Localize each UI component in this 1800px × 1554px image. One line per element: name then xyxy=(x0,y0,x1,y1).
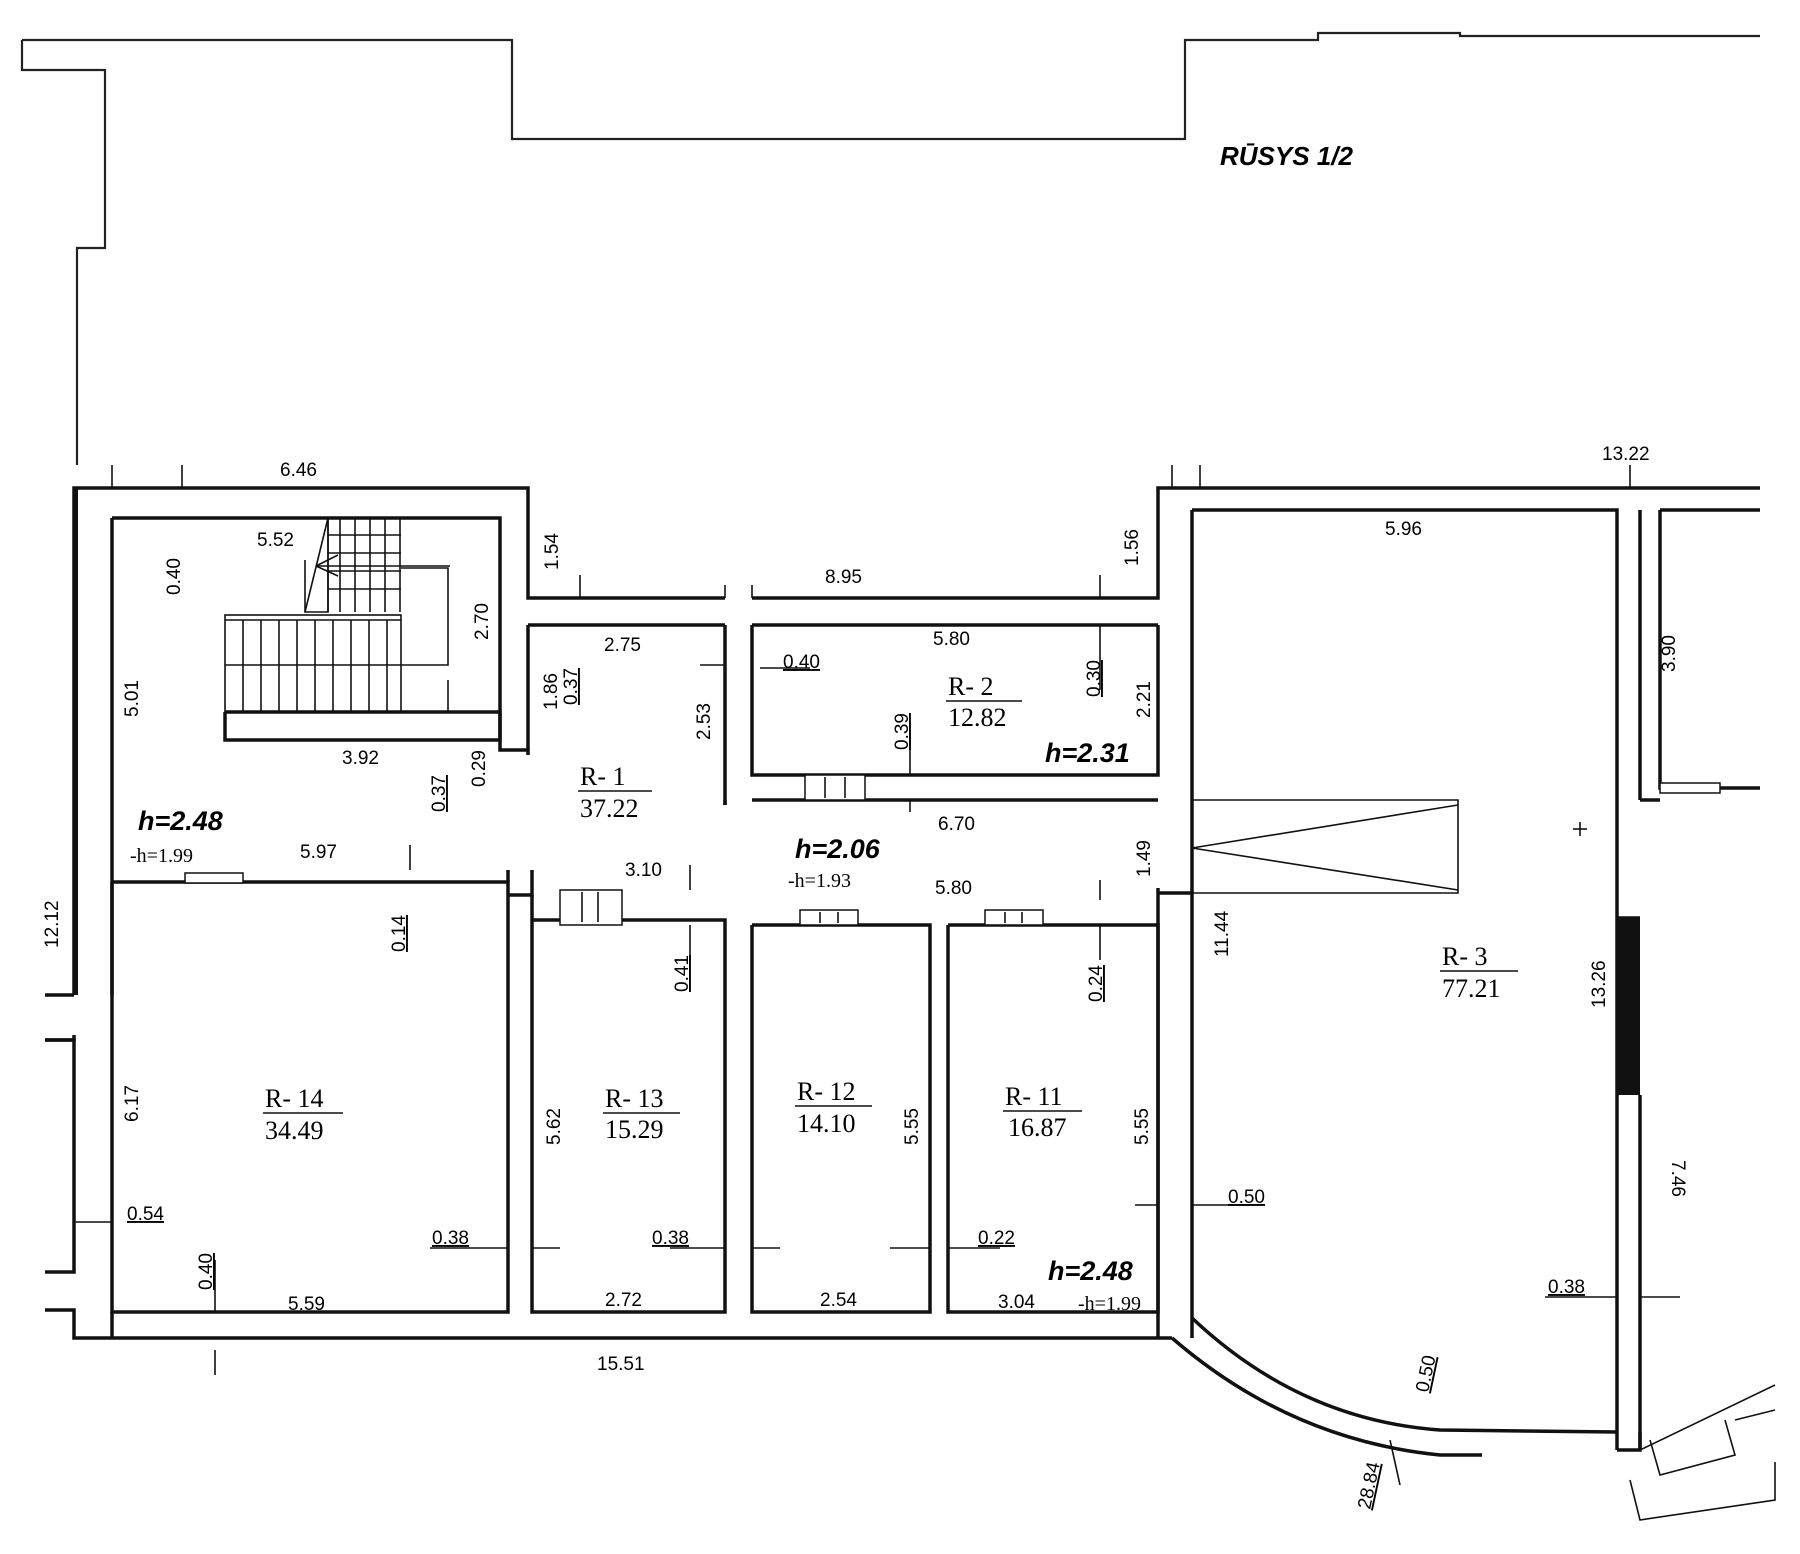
dim-label: 2.21 xyxy=(1134,681,1155,718)
room-area: 14.10 xyxy=(797,1109,856,1138)
dim-label: 2.54 xyxy=(820,1290,857,1311)
dim-label: 13.22 xyxy=(1602,444,1650,465)
dim-label: 6.46 xyxy=(280,460,317,481)
wall-bands xyxy=(74,488,1640,1095)
dimension-labels: 6.46 5.52 8.95 13.22 5.96 2.75 0.40 5.80… xyxy=(127,444,1650,1375)
ramp xyxy=(1191,799,1587,894)
title-group: RŪSYS 1/2 xyxy=(1220,141,1353,171)
building-outline-2 xyxy=(20,31,1760,465)
dim-label: 7.46 xyxy=(1667,1160,1688,1197)
dim-label: 5.01 xyxy=(122,680,143,717)
height-labels: h=2.48 -h=1.99 h=2.06 -h=1.93 h=2.31 h=2… xyxy=(130,738,1141,1315)
height-left-sub: -h=1.99 xyxy=(130,845,193,867)
height-middle: h=2.06 xyxy=(795,834,881,864)
plan-title: RŪSYS 1/2 xyxy=(1220,141,1353,171)
dim-label: 2.75 xyxy=(604,635,641,656)
dim-label: 0.40 xyxy=(783,652,820,673)
room-area: 15.29 xyxy=(605,1115,664,1144)
dim-label: 15.51 xyxy=(597,1354,645,1375)
dimension-labels-vertical: 0.40 2.70 1.54 1.56 3.90 0.37 1.86 2.53 … xyxy=(42,529,1688,1511)
dim-label: 13.26 xyxy=(1589,960,1610,1008)
room-label: R- 3 xyxy=(1442,942,1488,971)
room-area: 16.87 xyxy=(1008,1113,1067,1142)
room-r11: R- 11 16.87 xyxy=(1003,1082,1082,1142)
dim-label: 5.96 xyxy=(1385,519,1422,540)
dim-label: 0.37 xyxy=(561,668,582,705)
room-label: R- 11 xyxy=(1005,1082,1063,1111)
dim-label: 0.29 xyxy=(469,750,490,787)
dim-label: 3.90 xyxy=(1659,635,1680,672)
dim-label: 2.72 xyxy=(605,1290,642,1311)
dim-label: 1.86 xyxy=(541,673,562,710)
room-r1: R- 1 37.22 xyxy=(578,762,652,823)
dim-label: 5.59 xyxy=(288,1294,325,1315)
height-bottom-sub: -h=1.99 xyxy=(1078,1293,1141,1315)
dim-label: 2.53 xyxy=(694,703,715,740)
dim-label: 6.70 xyxy=(938,814,975,835)
height-middle-sub: -h=1.93 xyxy=(788,870,851,892)
height-bottom: h=2.48 xyxy=(1048,1256,1133,1286)
dim-label: 3.92 xyxy=(342,748,379,769)
dim-label: 0.37 xyxy=(429,775,450,812)
room-label: R- 14 xyxy=(265,1084,324,1113)
dim-label: 0.22 xyxy=(978,1228,1015,1249)
dim-label: 0.24 xyxy=(1086,965,1107,1002)
room-r3: R- 3 77.21 xyxy=(1440,942,1518,1003)
room-area: 77.21 xyxy=(1442,974,1501,1003)
doors xyxy=(184,774,1721,926)
dim-label: 0.50 xyxy=(1228,1187,1265,1208)
dimension-ticks xyxy=(74,465,1680,1486)
dim-label: 12.12 xyxy=(42,900,63,948)
room-label: R- 13 xyxy=(605,1084,664,1113)
dim-label: 0.38 xyxy=(432,1228,469,1249)
dim-label: 5.55 xyxy=(1132,1108,1153,1145)
dim-label: 0.38 xyxy=(1548,1277,1585,1298)
dim-label: 5.52 xyxy=(257,530,294,551)
height-r2: h=2.31 xyxy=(1045,738,1130,768)
room-area: 12.82 xyxy=(948,703,1007,732)
dim-label: 0.41 xyxy=(672,955,693,992)
dim-label: 1.54 xyxy=(542,533,563,570)
curved-wall xyxy=(1170,1316,1776,1521)
dim-label: 0.30 xyxy=(1084,660,1105,697)
stairs xyxy=(224,517,450,713)
dim-label: 0.54 xyxy=(127,1204,164,1225)
dim-label: 0.40 xyxy=(196,1253,217,1290)
room-label: R- 2 xyxy=(948,672,994,701)
dim-label: 11.44 xyxy=(1212,910,1233,957)
room-label: R- 12 xyxy=(797,1077,856,1106)
dim-label: 0.14 xyxy=(389,915,410,952)
dim-label: 3.04 xyxy=(998,1292,1035,1313)
room-r12: R- 12 14.10 xyxy=(795,1077,872,1138)
room-labels: R- 1 37.22 R- 2 12.82 R- 3 77.21 R- 11 1… xyxy=(263,672,1518,1145)
dim-label: 5.80 xyxy=(933,629,970,650)
dim-label: 5.97 xyxy=(300,842,337,863)
room-r13: R- 13 15.29 xyxy=(603,1084,680,1144)
room-r14: R- 14 34.49 xyxy=(263,1084,343,1145)
dim-label: 3.10 xyxy=(625,860,662,881)
dim-label: 5.62 xyxy=(544,1108,565,1145)
dim-label: 0.39 xyxy=(892,713,913,750)
height-left: h=2.48 xyxy=(138,806,223,836)
room-label: R- 1 xyxy=(580,762,626,791)
room-area: 37.22 xyxy=(580,794,639,823)
dim-label: 2.70 xyxy=(472,603,493,640)
dim-label: 5.80 xyxy=(935,878,972,899)
dim-label: 6.17 xyxy=(122,1085,143,1122)
room-r2: R- 2 12.82 xyxy=(946,672,1022,732)
dim-label: 0.38 xyxy=(652,1228,689,1249)
dim-label: 0.40 xyxy=(164,558,185,595)
room-area: 34.49 xyxy=(265,1116,324,1145)
dim-label: 1.49 xyxy=(1134,840,1155,877)
dim-label: 1.56 xyxy=(1122,529,1143,566)
dim-label: 5.55 xyxy=(902,1108,923,1145)
dim-label: 8.95 xyxy=(825,567,862,588)
